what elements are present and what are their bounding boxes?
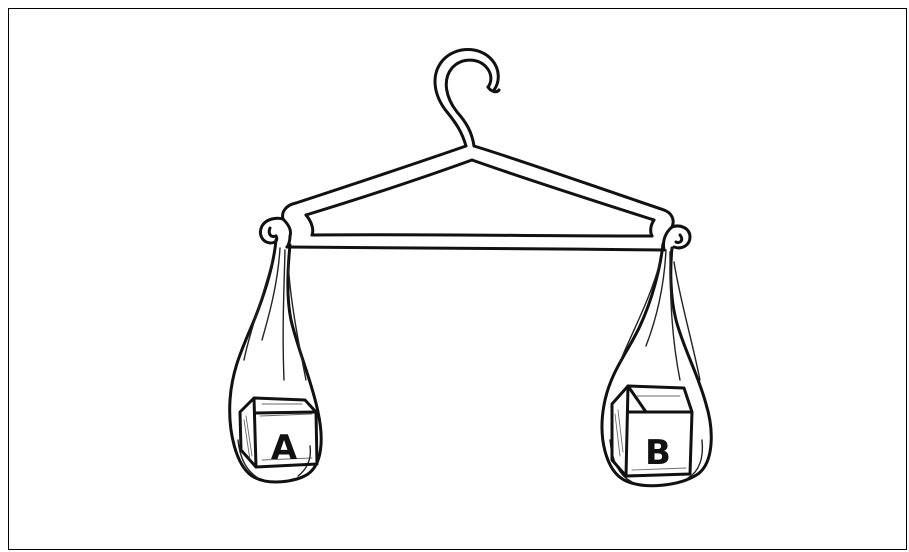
hanger-frame (260, 146, 690, 250)
box-a: A (240, 398, 317, 468)
hanger-hook (435, 50, 499, 147)
box-b-label: B (645, 433, 671, 473)
box-a-label: A (271, 428, 298, 468)
box-b: B (612, 386, 692, 476)
